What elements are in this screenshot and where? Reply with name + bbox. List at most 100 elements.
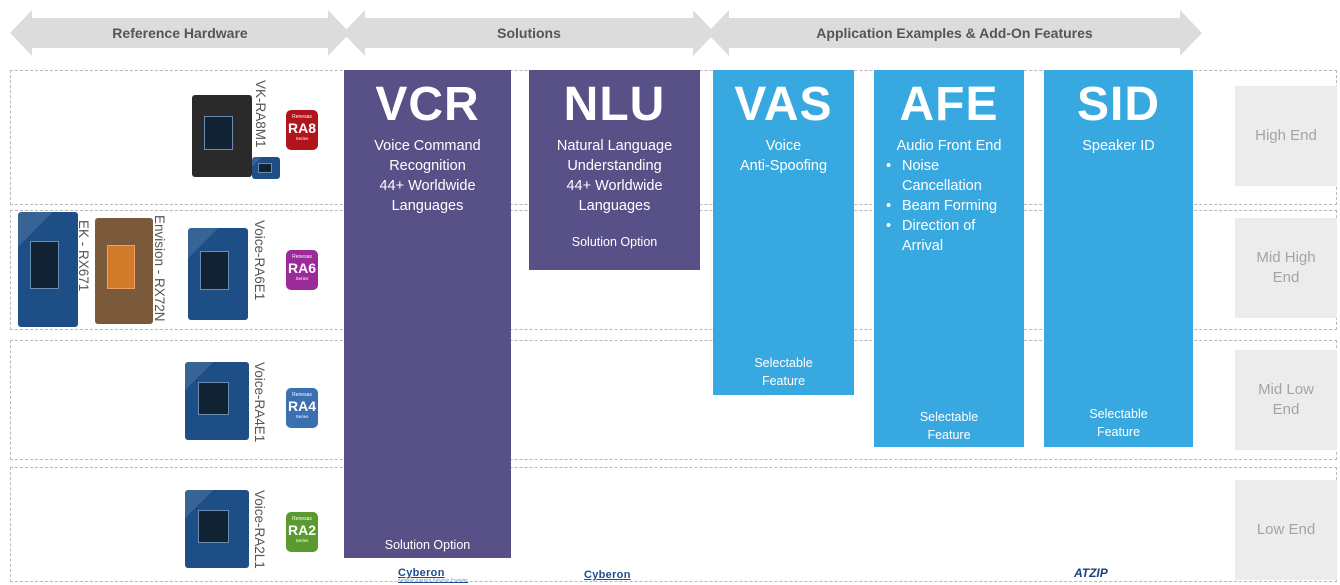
badge-ra2: Renesas RA2 Series bbox=[286, 512, 318, 552]
vk-ra8m1-mic-board-image bbox=[252, 157, 280, 179]
afe-feature-list: Noise Cancellation Beam Forming Directio… bbox=[874, 156, 1024, 256]
double-arrow-shape bbox=[343, 10, 715, 56]
badge-renesas-text: Renesas bbox=[292, 254, 312, 260]
badge-series-name: RA2 bbox=[287, 522, 316, 538]
desc-line: Anti-Spoofing bbox=[739, 158, 828, 174]
feature-afe: AFE Audio Front End Noise Cancellation B… bbox=[874, 70, 1024, 447]
cyberon-logo-subtext: Analytic Speech Solution Provider bbox=[398, 577, 469, 582]
desc-line: Languages bbox=[391, 198, 464, 214]
vas-description: Voice Anti-Spoofing bbox=[713, 136, 854, 176]
desc-line: Voice Command bbox=[374, 138, 481, 154]
cyberon-logo-text: Cyberon bbox=[398, 567, 445, 579]
vas-title: VAS bbox=[734, 78, 833, 131]
envision-rx72n-board-image bbox=[95, 218, 153, 324]
ek-rx671-board-image bbox=[18, 212, 78, 327]
header-label: Solutions bbox=[497, 25, 561, 41]
header-label: Application Examples & Add-On Features bbox=[816, 25, 1093, 41]
voice-ra4e1-board-image bbox=[185, 362, 249, 440]
atzip-logo-text: ATZIP bbox=[1074, 566, 1108, 580]
desc-line: Understanding bbox=[567, 158, 662, 174]
header-label: Reference Hardware bbox=[112, 25, 248, 41]
nlu-solution-option: Solution Option bbox=[571, 235, 658, 249]
board-label-voice-ra6e1: Voice-RA6E1 bbox=[252, 220, 267, 301]
board-label-vk-ra8m1: VK-RA8M1 bbox=[253, 80, 268, 148]
badge-ra8: Renesas RA8 Series bbox=[286, 110, 318, 150]
double-arrow-shape bbox=[10, 10, 350, 56]
tier-label-low-end: Low End bbox=[1235, 480, 1337, 580]
board-label-ek-rx671: EK - RX671 bbox=[76, 220, 91, 292]
badge-ra6: Renesas RA6 Series bbox=[286, 250, 318, 290]
board-label-voice-ra2l1: Voice-RA2L1 bbox=[252, 490, 267, 569]
sel-line: Feature bbox=[761, 374, 806, 388]
tier-label-text: Mid High End bbox=[1256, 249, 1316, 286]
cyberon-logo-text: Cyberon bbox=[584, 569, 631, 581]
desc-line: Audio Front End bbox=[896, 138, 1002, 154]
solution-vcr: VCR Voice Command Recognition 44+ Worldw… bbox=[344, 70, 511, 558]
bullet-text: Cancellation bbox=[902, 178, 982, 194]
desc-line: Languages bbox=[578, 198, 651, 214]
vcr-description: Voice Command Recognition 44+ Worldwide … bbox=[344, 136, 511, 216]
badge-renesas-text: Renesas bbox=[292, 516, 312, 522]
badge-renesas-text: Renesas bbox=[292, 114, 312, 120]
sel-line: Feature bbox=[927, 428, 971, 442]
tier-label-text: High End bbox=[1255, 127, 1317, 144]
tier-label-mid-high-end: Mid High End bbox=[1235, 218, 1337, 318]
desc-line: Voice bbox=[765, 138, 802, 154]
tier-label-text: Low End bbox=[1256, 521, 1316, 538]
sid-title: SID bbox=[1076, 78, 1160, 131]
afe-bullet-direction-of-arrival: Direction of Arrival bbox=[880, 216, 1024, 256]
sid-selectable-feature: Selectable Feature bbox=[1044, 405, 1193, 441]
badge-series-name: RA4 bbox=[287, 398, 316, 414]
badge-series-text: Series bbox=[295, 414, 309, 419]
afe-bullet-beam-forming: Beam Forming bbox=[880, 196, 1024, 216]
tier-label-high-end: High End bbox=[1235, 86, 1337, 186]
badge-series-name: RA8 bbox=[287, 120, 316, 136]
tier-label-text: Mid Low End bbox=[1258, 381, 1314, 418]
badge-renesas-text: Renesas bbox=[292, 392, 312, 398]
atzip-logo: ATZIP bbox=[1074, 566, 1108, 580]
desc-line: 44+ Worldwide bbox=[566, 178, 663, 194]
board-label-envision-rx72n: Envision - RX72N bbox=[152, 215, 167, 322]
solution-nlu: NLU Natural Language Understanding 44+ W… bbox=[529, 70, 700, 270]
cyberon-logo-nlu: Cyberon bbox=[584, 569, 631, 581]
feature-sid: SID Speaker ID Selectable Feature bbox=[1044, 70, 1193, 447]
voice-ra2l1-board-image bbox=[185, 490, 249, 568]
afe-bullet-noise-cancellation: Noise Cancellation bbox=[880, 156, 1024, 196]
header-arrow-application-examples: Application Examples & Add-On Features bbox=[707, 10, 1202, 56]
sel-line: Feature bbox=[1096, 425, 1141, 439]
nlu-title: NLU bbox=[563, 78, 666, 131]
badge-ra4: Renesas RA4 Series bbox=[286, 388, 318, 428]
afe-title: AFE bbox=[899, 78, 999, 131]
vk-ra8m1-board-image bbox=[192, 95, 252, 177]
tier-label-mid-low-end: Mid Low End bbox=[1235, 350, 1337, 450]
badge-series-text: Series bbox=[295, 538, 309, 543]
desc-line: 44+ Worldwide bbox=[379, 178, 476, 194]
sel-line: Selectable bbox=[1089, 407, 1148, 421]
sel-line: Selectable bbox=[754, 356, 813, 370]
bullet-text: Beam Forming bbox=[902, 198, 998, 214]
cyberon-logo-vcr: Cyberon Analytic Speech Solution Provide… bbox=[398, 567, 468, 582]
feature-vas: VAS Voice Anti-Spoofing Selectable Featu… bbox=[713, 70, 854, 395]
vcr-title: VCR bbox=[375, 78, 480, 131]
nlu-description: Natural Language Understanding 44+ World… bbox=[529, 136, 700, 216]
afe-description: Audio Front End Noise Cancellation Beam … bbox=[874, 136, 1024, 256]
vcr-solution-option: Solution Option bbox=[384, 538, 471, 552]
vas-selectable-feature: Selectable Feature bbox=[713, 354, 854, 390]
voice-ra6e1-board-image bbox=[188, 228, 248, 320]
badge-series-name: RA6 bbox=[287, 260, 316, 276]
afe-selectable-feature: Selectable Feature bbox=[874, 408, 1024, 444]
sid-description: Speaker ID bbox=[1044, 136, 1193, 156]
desc-line: Speaker ID bbox=[1082, 138, 1155, 154]
double-arrow-shape bbox=[707, 10, 1202, 56]
bullet-text: Arrival bbox=[902, 238, 944, 254]
sel-line: Selectable bbox=[919, 410, 979, 424]
board-label-voice-ra4e1: Voice-RA4E1 bbox=[252, 362, 267, 443]
header-arrow-reference-hardware: Reference Hardware bbox=[10, 10, 350, 56]
bullet-text: Noise bbox=[902, 158, 940, 174]
badge-series-text: Series bbox=[295, 276, 309, 281]
bullet-text: Direction of bbox=[902, 218, 976, 234]
desc-line: Natural Language bbox=[556, 138, 673, 154]
header-arrow-solutions: Solutions bbox=[343, 10, 715, 56]
badge-series-text: Series bbox=[295, 136, 309, 141]
desc-line: Recognition bbox=[389, 158, 466, 174]
